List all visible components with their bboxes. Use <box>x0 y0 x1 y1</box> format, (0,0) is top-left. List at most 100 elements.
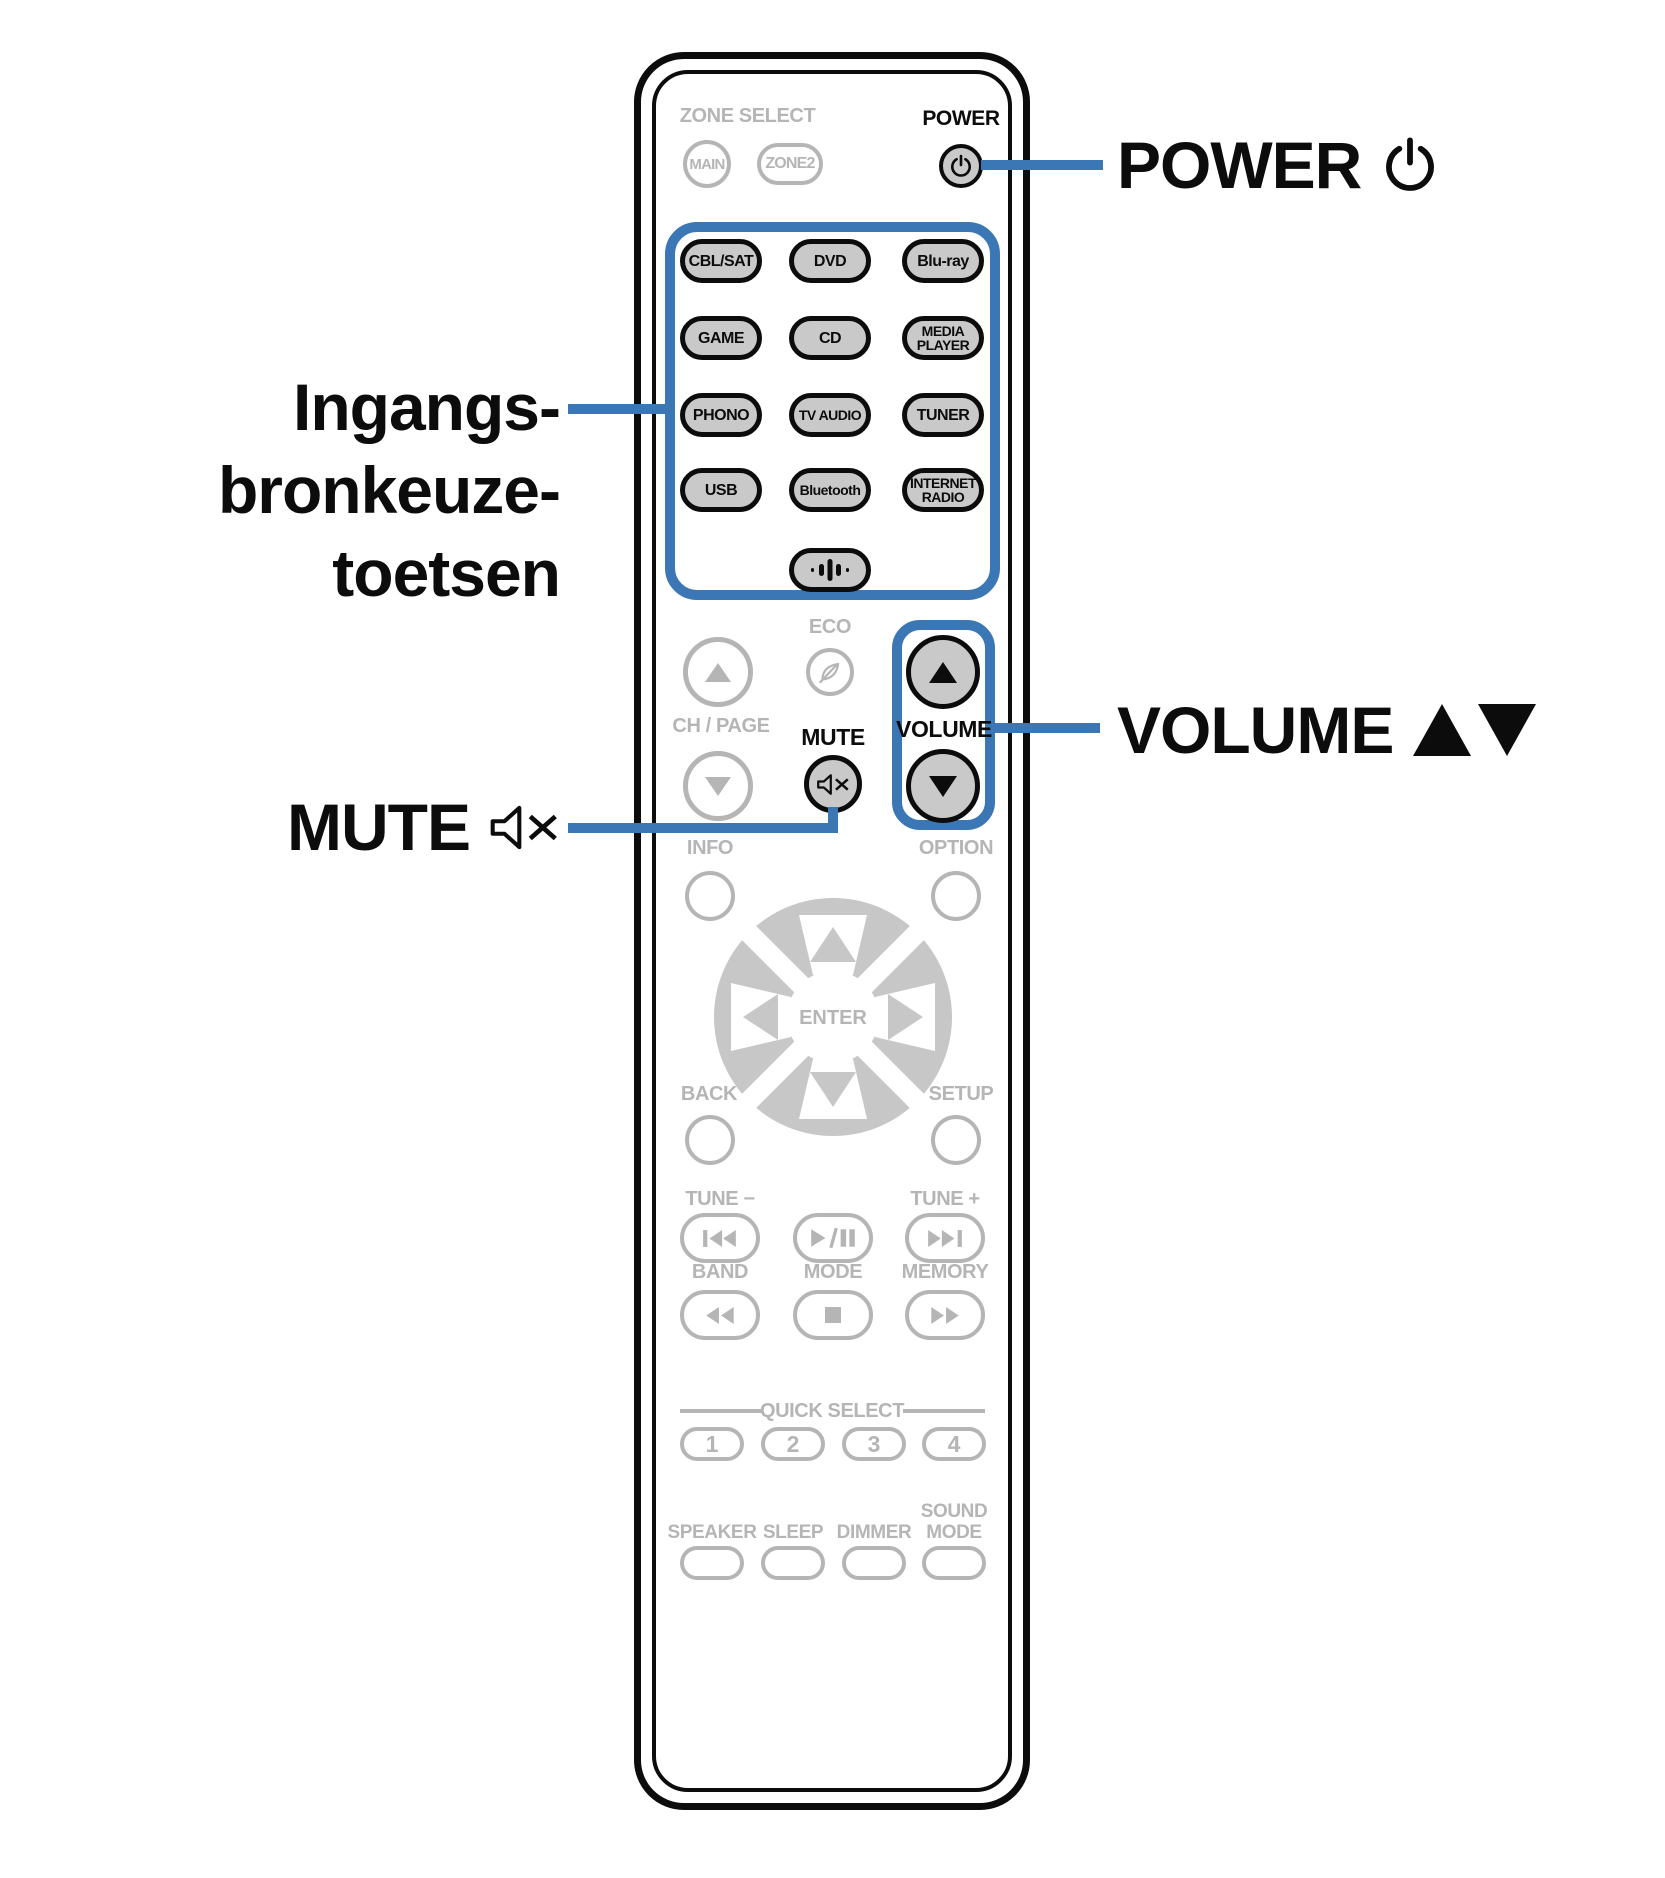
setup-button[interactable] <box>931 1115 981 1165</box>
sound-mode-button[interactable] <box>922 1546 986 1580</box>
source-button-dvd[interactable]: DVD <box>789 239 871 283</box>
cursor-down-button[interactable] <box>799 1059 867 1119</box>
source-label: USB <box>704 481 738 499</box>
input-source-connector-line <box>568 404 668 414</box>
quick-select-rule-right <box>903 1409 985 1413</box>
stop-button[interactable] <box>793 1290 873 1340</box>
play-pause-button[interactable] <box>793 1213 873 1263</box>
cursor-pad[interactable]: ENTER <box>703 887 963 1147</box>
quick-select-3-button[interactable]: 3 <box>842 1427 906 1461</box>
option-button[interactable] <box>931 871 981 921</box>
triangle-up-icon <box>705 662 731 682</box>
source-button-internet-radio[interactable]: INTERNET RADIO <box>902 468 984 512</box>
dimmer-label: DIMMER <box>836 1522 912 1543</box>
source-button-cbl-sat[interactable]: CBL/SAT <box>680 239 762 283</box>
source-label: INTERNET RADIO <box>910 475 977 505</box>
info-label: INFO <box>686 837 734 859</box>
cursor-left-button[interactable] <box>731 983 791 1051</box>
waveform-icon <box>811 559 849 581</box>
power-button-label: POWER <box>922 107 1000 130</box>
source-button-tv-audio[interactable]: TV AUDIO <box>789 393 871 437</box>
power-icon <box>951 154 971 177</box>
skip-back-button[interactable] <box>680 1213 760 1263</box>
option-label: OPTION <box>918 837 994 859</box>
source-label: GAME <box>698 329 745 347</box>
source-button-tuner[interactable]: TUNER <box>902 393 984 437</box>
back-label: BACK <box>680 1083 738 1105</box>
volume-connector-line <box>993 723 1100 733</box>
quick-select-number: 4 <box>947 1430 961 1457</box>
mute-connector-line-vertical <box>828 807 838 833</box>
input-source-annotation-line: toetsen <box>332 536 561 610</box>
eco-label: ECO <box>808 616 852 638</box>
zone-main-button[interactable]: MAIN <box>683 140 731 188</box>
source-button-blu-ray[interactable]: Blu-ray <box>902 239 984 283</box>
cursor-up-button[interactable] <box>799 915 867 975</box>
quick-select-1-button[interactable]: 1 <box>680 1427 744 1461</box>
zone-select-title: ZONE SELECT <box>679 105 816 127</box>
volume-up-button[interactable] <box>906 635 980 709</box>
zone2-label: ZONE2 <box>765 155 815 172</box>
zone2-button[interactable]: ZONE2 <box>757 143 823 185</box>
mute-annotation-label: MUTE <box>287 790 471 864</box>
eco-button[interactable] <box>806 648 854 696</box>
media-control-button[interactable] <box>789 548 871 592</box>
source-button-usb[interactable]: USB <box>680 468 762 512</box>
source-label: TUNER <box>916 406 970 424</box>
band-label: BAND <box>691 1261 749 1283</box>
speaker-label: SPEAKER <box>667 1522 757 1543</box>
source-label: Bluetooth <box>799 482 861 498</box>
info-button[interactable] <box>685 871 735 921</box>
input-source-annotation-line: bronkeuze- <box>217 453 561 527</box>
quick-select-number: 1 <box>705 1430 719 1457</box>
quick-select-2-button[interactable]: 2 <box>761 1427 825 1461</box>
play-pause-icon <box>811 1228 855 1248</box>
quick-select-4-button[interactable]: 4 <box>922 1427 986 1461</box>
quick-select-rule-left <box>680 1409 762 1413</box>
channel-up-button[interactable] <box>683 637 753 707</box>
enter-button[interactable] <box>787 971 879 1063</box>
input-source-annotation: Ingangs- bronkeuze- toetsen <box>150 366 561 615</box>
power-button[interactable] <box>939 144 983 188</box>
volume-down-button[interactable] <box>906 749 980 823</box>
fast-forward-button[interactable] <box>905 1290 985 1340</box>
mute-button[interactable] <box>804 755 862 813</box>
triangle-down-icon <box>705 776 731 796</box>
triangle-up-icon <box>929 661 957 683</box>
source-button-cd[interactable]: CD <box>789 316 871 360</box>
source-button-bluetooth[interactable]: Bluetooth <box>789 468 871 512</box>
quick-select-number: 3 <box>867 1430 881 1457</box>
source-button-media-player[interactable]: MEDIA PLAYER <box>902 316 984 360</box>
cursor-right-icon <box>888 994 923 1040</box>
zone-main-label: MAIN <box>689 155 725 173</box>
power-icon <box>1386 137 1435 191</box>
speaker-button[interactable] <box>680 1546 744 1580</box>
cursor-left-icon <box>743 994 778 1040</box>
mute-icon <box>490 805 557 849</box>
dimmer-button[interactable] <box>842 1546 906 1580</box>
fast-forward-icon <box>931 1306 959 1324</box>
volume-group-outline <box>892 620 995 830</box>
rewind-button[interactable] <box>680 1290 760 1340</box>
cursor-up-icon <box>810 927 856 962</box>
back-button[interactable] <box>685 1115 735 1165</box>
input-source-group-outline <box>665 222 1000 600</box>
sound-mode-label: SOUND MODE <box>920 1501 988 1543</box>
sleep-button[interactable] <box>761 1546 825 1580</box>
source-button-game[interactable]: GAME <box>680 316 762 360</box>
cursor-down-icon <box>810 1072 856 1107</box>
cursor-right-button[interactable] <box>875 983 935 1051</box>
stop-icon <box>825 1307 841 1323</box>
leaf-icon <box>818 662 840 684</box>
quick-select-title: QUICK SELECT <box>759 1400 905 1422</box>
source-button-phono[interactable]: PHONO <box>680 393 762 437</box>
mode-label: MODE <box>803 1261 863 1283</box>
volume-button-label: VOLUME <box>896 716 992 742</box>
input-source-annotation-line: Ingangs- <box>293 370 561 444</box>
power-annotation: POWER <box>1117 120 1439 210</box>
tune-plus-label: TUNE + <box>910 1188 980 1210</box>
channel-down-button[interactable] <box>683 751 753 821</box>
skip-forward-button[interactable] <box>905 1213 985 1263</box>
skip-back-icon <box>703 1229 736 1247</box>
